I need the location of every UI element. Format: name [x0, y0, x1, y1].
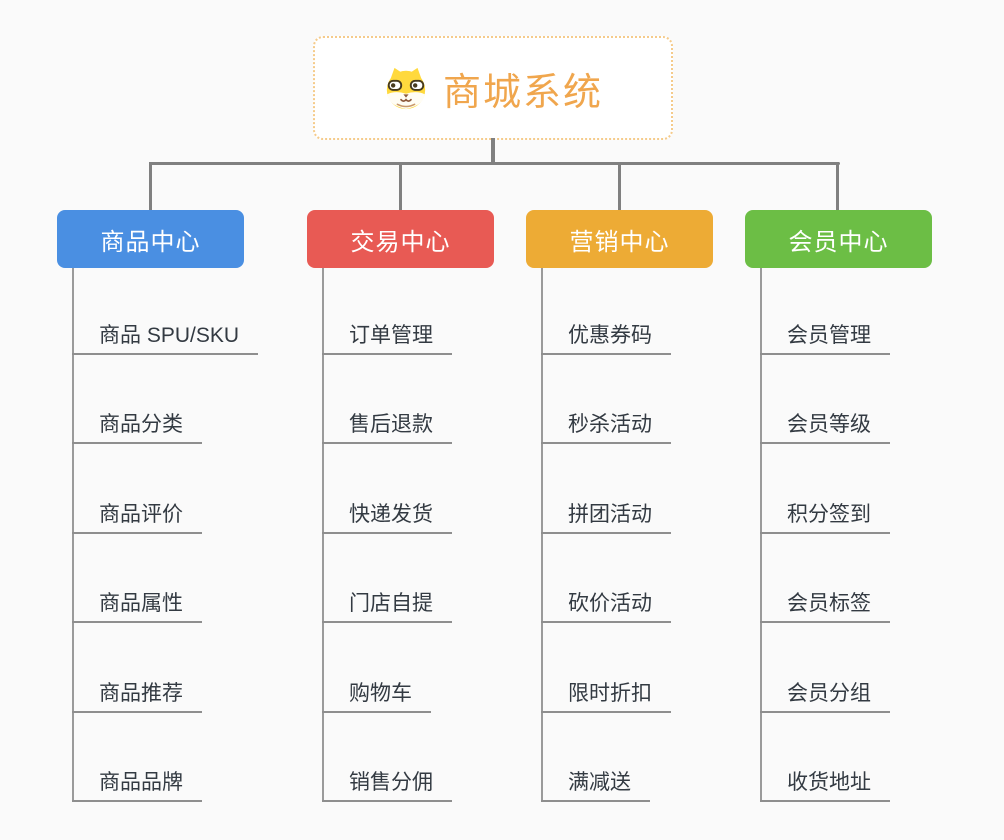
connector-horizontal-bus — [149, 162, 840, 165]
branch-node-product-center[interactable]: 商品中心 — [57, 210, 244, 268]
leaf-node-product-recommend[interactable]: 商品推荐 — [72, 681, 202, 713]
branch-node-trade-center[interactable]: 交易中心 — [307, 210, 494, 268]
branch-leaf-connector-line — [541, 268, 543, 800]
leaf-node-sales-commission[interactable]: 销售分佣 — [322, 770, 452, 802]
leaf-node-shipping-address[interactable]: 收货地址 — [760, 770, 890, 802]
branch-label: 营销中心 — [569, 228, 670, 256]
leaf-node-full-reduction[interactable]: 满减送 — [541, 770, 650, 802]
leaf-column-marketing-center: 优惠券码 秒杀活动 拼团活动 砍价活动 限时折扣 满减送 — [541, 268, 801, 802]
branch-label: 商品中心 — [100, 228, 201, 256]
branch-node-marketing-center[interactable]: 营销中心 — [526, 210, 713, 268]
branch-label: 会员中心 — [788, 228, 889, 256]
leaf-node-product-review[interactable]: 商品评价 — [72, 502, 202, 534]
connector-drop-member-center — [836, 162, 839, 210]
branch-label: 交易中心 — [350, 228, 451, 256]
leaf-node-group-buy[interactable]: 拼团活动 — [541, 502, 671, 534]
connector-drop-product-center — [149, 162, 152, 210]
leaf-node-order-management[interactable]: 订单管理 — [322, 323, 452, 355]
leaf-column-product-center: 商品 SPU/SKU 商品分类 商品评价 商品属性 商品推荐 商品品牌 — [72, 268, 332, 802]
branch-leaf-connector-line — [72, 268, 74, 800]
branch-leaf-connector-line — [760, 268, 762, 800]
leaf-node-product-brand[interactable]: 商品品牌 — [72, 770, 202, 802]
connector-root-stub — [491, 138, 495, 164]
leaf-node-member-group[interactable]: 会员分组 — [760, 681, 890, 713]
leaf-node-express-delivery[interactable]: 快递发货 — [322, 502, 452, 534]
leaf-node-limited-time-discount[interactable]: 限时折扣 — [541, 681, 671, 713]
leaf-node-member-level[interactable]: 会员等级 — [760, 412, 890, 444]
leaf-node-flash-sale[interactable]: 秒杀活动 — [541, 412, 671, 444]
leaf-node-shopping-cart[interactable]: 购物车 — [322, 681, 431, 713]
leaf-node-store-pickup[interactable]: 门店自提 — [322, 591, 452, 623]
leaf-column-trade-center: 订单管理 售后退款 快递发货 门店自提 购物车 销售分佣 — [322, 268, 582, 802]
leaf-column-member-center: 会员管理 会员等级 积分签到 会员标签 会员分组 收货地址 — [760, 268, 1004, 802]
branch-node-member-center[interactable]: 会员中心 — [745, 210, 932, 268]
branch-leaf-connector-line — [322, 268, 324, 800]
root-node[interactable]: 商城系统 — [313, 36, 673, 140]
leaf-node-product-attribute[interactable]: 商品属性 — [72, 591, 202, 623]
dog-face-icon — [386, 67, 426, 110]
leaf-node-after-sale-refund[interactable]: 售后退款 — [322, 412, 452, 444]
leaf-node-member-tag[interactable]: 会员标签 — [760, 591, 890, 623]
leaf-node-points-checkin[interactable]: 积分签到 — [760, 502, 890, 534]
leaf-node-coupon-code[interactable]: 优惠券码 — [541, 323, 671, 355]
leaf-node-member-management[interactable]: 会员管理 — [760, 323, 890, 355]
root-node-label: 商城系统 — [442, 71, 603, 114]
leaf-node-bargain-activity[interactable]: 砍价活动 — [541, 591, 671, 623]
connector-drop-marketing-center — [618, 162, 621, 210]
connector-drop-trade-center — [399, 162, 402, 210]
leaf-node-product-category[interactable]: 商品分类 — [72, 412, 202, 444]
leaf-node-product-spu-sku[interactable]: 商品 SPU/SKU — [72, 323, 259, 355]
